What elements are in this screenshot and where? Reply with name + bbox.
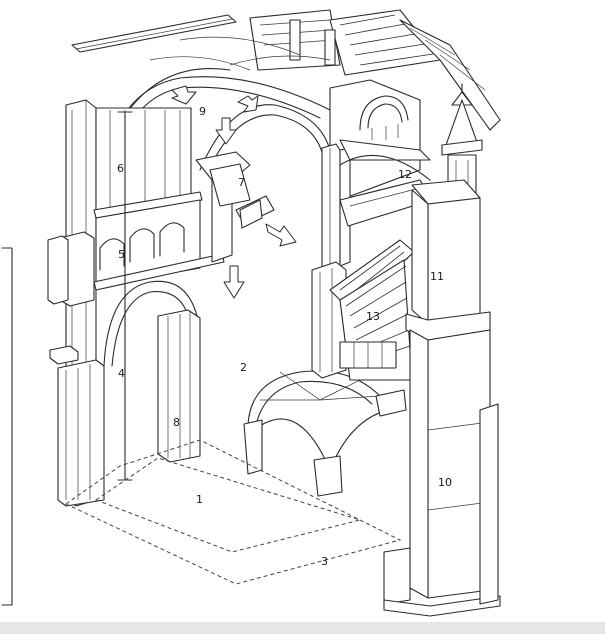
bottom-bar xyxy=(0,622,605,634)
label-11: 11 xyxy=(430,270,444,283)
aisle-floor-outline xyxy=(65,439,402,585)
right-aisle-vault xyxy=(243,370,407,497)
label-3: 3 xyxy=(321,555,328,568)
force-arrows xyxy=(171,85,297,299)
left-bay-wall xyxy=(93,107,225,291)
left-frame-line xyxy=(1,247,13,606)
label-12: 12 xyxy=(398,168,412,181)
rib-pier xyxy=(195,151,275,263)
label-5: 5 xyxy=(118,248,125,261)
left-outer-pier xyxy=(47,99,105,507)
label-13: 13 xyxy=(366,310,380,323)
diagram-labels: 1 2 3 4 5 6 7 8 9 10 11 12 13 xyxy=(117,105,452,568)
label-9: 9 xyxy=(199,105,206,118)
label-8: 8 xyxy=(173,416,180,429)
roof-structure xyxy=(71,9,501,131)
label-7: 7 xyxy=(238,176,245,189)
arcade xyxy=(103,280,201,463)
flying-buttresses xyxy=(329,139,433,381)
label-4: 4 xyxy=(118,367,125,380)
label-6: 6 xyxy=(117,162,124,175)
buttress-tower xyxy=(383,83,501,617)
label-1: 1 xyxy=(196,493,203,506)
label-10: 10 xyxy=(438,476,452,489)
label-2: 2 xyxy=(240,361,247,374)
nave-floor-outline xyxy=(94,457,362,553)
